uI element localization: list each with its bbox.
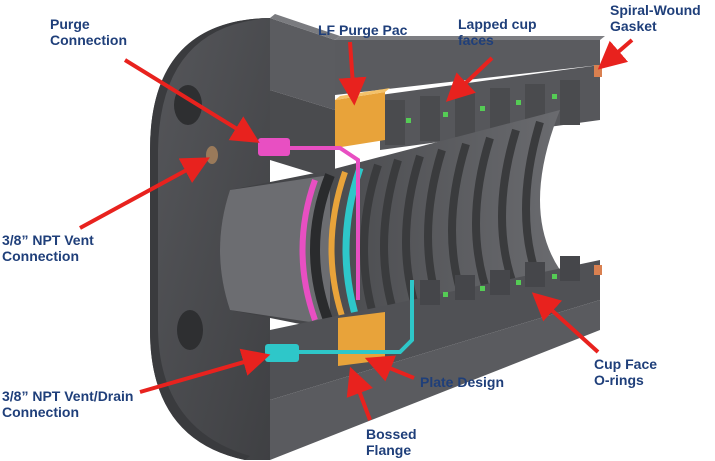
label-npt-vent-drain: 3/8” NPT Vent/Drain Connection [2, 388, 134, 420]
leader-arrows [79, 38, 634, 421]
label-purge-connection: Purge Connection [50, 16, 127, 48]
flange-top-block [270, 14, 340, 180]
purge-tubes [258, 138, 414, 362]
cup-stack-bottom [270, 256, 602, 460]
label-plate-design: Plate Design [420, 374, 505, 390]
arrow-icon [531, 292, 600, 354]
label-lf-purge-pac: LF Purge Pac [318, 22, 408, 38]
arrow-icon [346, 366, 373, 421]
arrow-icon [445, 56, 494, 102]
arrow-icon [338, 41, 367, 106]
label-spiral-wound-gasket: Spiral-Wound Gasket [610, 2, 701, 34]
label-npt-vent: 3/8” NPT Vent Connection [2, 232, 94, 264]
arrow-icon [597, 38, 634, 70]
arrow-icon [79, 157, 210, 230]
label-lapped-cup-faces: Lapped cup faces [458, 16, 537, 48]
arrow-icon [364, 355, 415, 382]
label-bossed-flange: Bossed Flange [366, 426, 417, 458]
packing-rings [299, 120, 544, 332]
arrow-icon [139, 348, 271, 394]
cup-face-orings [406, 94, 557, 297]
label-cup-face-orings: Cup Face O-rings [594, 356, 658, 388]
arrow-icon [123, 58, 260, 143]
cup-stack-top [335, 36, 605, 150]
